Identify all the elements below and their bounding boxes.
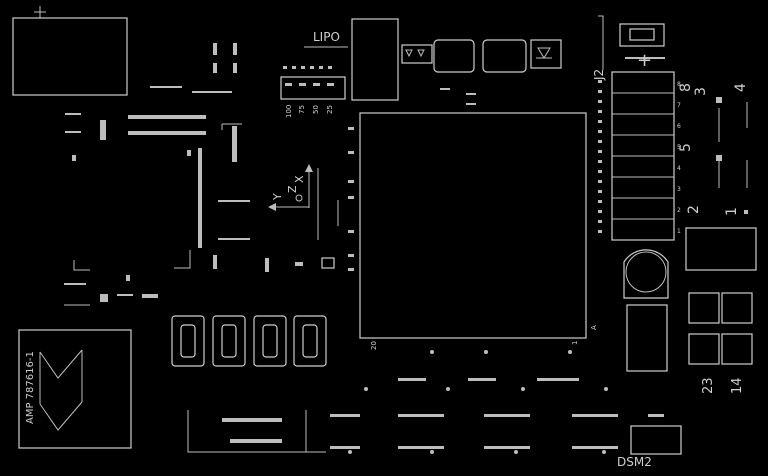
left-smd-components [64, 43, 303, 306]
mcu-pin-a-label: A [590, 325, 598, 330]
label-8: 8 [678, 83, 694, 92]
j2-label: J2 [592, 69, 606, 81]
amp-connector: AMP 787616-1 [18, 329, 132, 449]
inductor-outline [626, 304, 668, 372]
resistor-label-50: 50 [312, 105, 320, 114]
diode-pair [401, 44, 433, 64]
power-connector: + [619, 23, 665, 71]
j2-pin-numbers: 8 7 6 5 4 3 2 1 [677, 81, 681, 235]
lipo-connector-outline [351, 18, 399, 101]
axis-x-label: X [293, 175, 306, 183]
svg-text:7: 7 [677, 102, 681, 109]
label-14: 14 [730, 377, 745, 394]
dsm2-label: DSM2 [617, 455, 652, 469]
lipo-label: LIPO [313, 30, 340, 44]
resistor-label-75: 75 [298, 105, 306, 114]
right-module-outline [685, 227, 757, 271]
right-switch-bars [716, 97, 748, 214]
resistor-selector: 100 75 50 25 [280, 66, 346, 118]
resistor-label-100: 100 [285, 105, 293, 118]
mcu-pin-1-label: 1 [571, 341, 579, 345]
j2-pin-dividers [612, 92, 674, 220]
push-button-row [171, 315, 327, 367]
svg-text:5: 5 [677, 144, 681, 151]
dsm2-connector-outline [630, 425, 682, 455]
battery-holder-outline [12, 17, 128, 96]
svg-text:6: 6 [677, 123, 681, 130]
capacitor-2-outline [482, 39, 527, 73]
svg-text:3: 3 [677, 186, 681, 193]
label-23: 23 [701, 377, 716, 394]
fiducial-mark [34, 6, 46, 18]
svg-text:1: 1 [677, 228, 681, 235]
mcu-left-pads [348, 127, 354, 271]
bottom-pads [330, 350, 664, 454]
label-2: 2 [686, 205, 702, 214]
label-5: 5 [678, 143, 694, 152]
led-grid [688, 292, 753, 365]
axis-z-label: Z [286, 185, 299, 193]
label-3: 3 [693, 87, 709, 96]
plus-label: + [637, 50, 652, 71]
buzzer-outline [623, 249, 669, 299]
resistor-label-25: 25 [326, 105, 334, 114]
diode-symbol [530, 39, 562, 69]
j2-side-pads [598, 80, 602, 233]
mcu-pin-20-label: 20 [370, 341, 378, 350]
axis-y-label: Y [271, 193, 284, 201]
mcu-chip-outline [359, 112, 587, 339]
label-1: 1 [724, 207, 740, 216]
axis-indicator: Y Z X [268, 164, 313, 211]
label-4: 4 [733, 83, 749, 92]
amp-part-label: AMP 787616-1 [25, 351, 36, 424]
capacitor-1-outline [433, 39, 475, 73]
svg-text:8: 8 [677, 81, 681, 88]
svg-text:2: 2 [677, 207, 681, 214]
svg-text:4: 4 [677, 165, 681, 172]
